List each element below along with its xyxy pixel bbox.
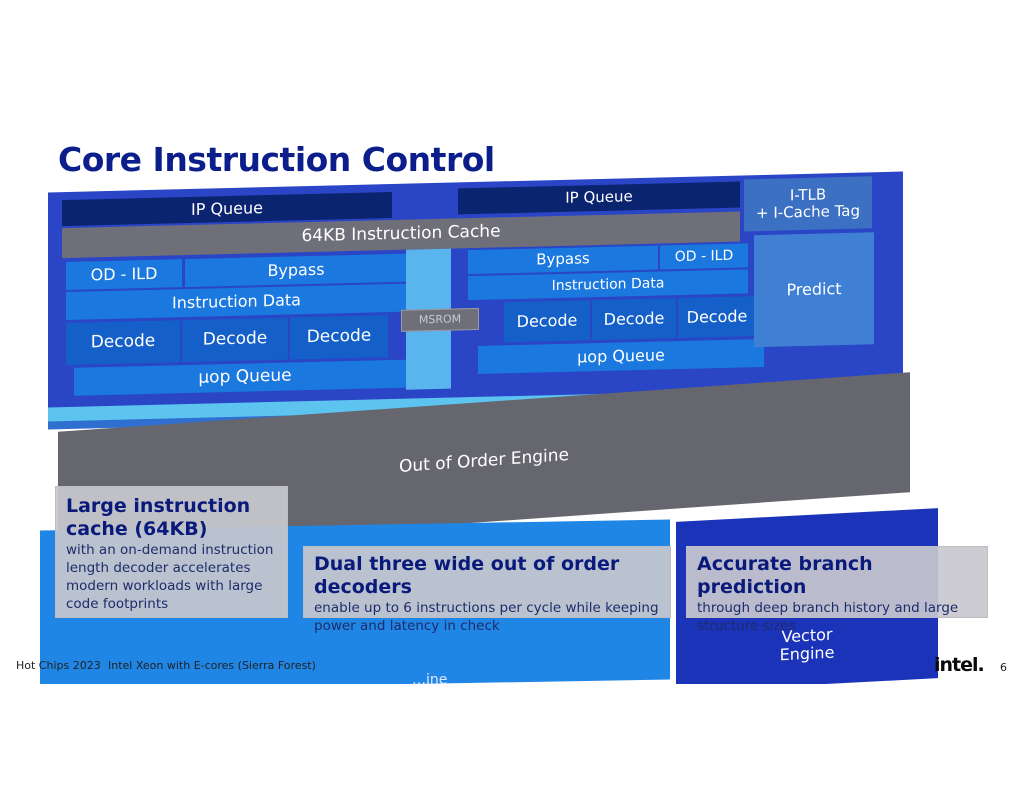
left-odild: OD - ILD [66,259,182,291]
left-decode-3: Decode [290,315,388,360]
itlb-icache-tag: I-TLB + I-Cache Tag [744,176,872,232]
callout-instruction-cache: Large instruction cache (64KB) with an o… [55,486,288,618]
callout-body: through deep branch history and large st… [697,599,959,634]
bottom-mask [0,684,1024,791]
right-instruction-data: Instruction Data [468,269,748,301]
callout-heading: Dual three wide out of order decoders [314,553,620,598]
callout-decoders: Dual three wide out of order decoders en… [303,546,671,634]
callout-heading: Accurate branch prediction [697,553,873,598]
left-decode-1: Decode [66,320,180,366]
right-ip-queue: IP Queue [458,181,740,215]
page-title: Core Instruction Control [58,140,495,179]
footer-subtitle: Intel Xeon with E-cores (Sierra Forest) [108,659,316,672]
page-number: 6 [1000,661,1007,674]
footer-event: Hot Chips 2023 [16,659,101,672]
left-decode-2: Decode [182,317,288,363]
callout-body: with an on-demand instruction length dec… [66,541,274,613]
right-odild: OD - ILD [660,243,748,270]
callout-branch-prediction: Accurate branch prediction through deep … [686,546,988,634]
callout-heading: Large instruction cache (64KB) [66,495,251,540]
right-decode-2: Decode [592,298,676,341]
front-end-frame: IP Queue 64KB Instruction Cache OD - ILD… [48,171,903,408]
predict: Predict [754,232,874,348]
callout-body: enable up to 6 instructions per cycle wh… [314,599,659,634]
intel-logo: intel. [934,654,985,676]
left-bypass: Bypass [185,253,407,288]
right-decode-1: Decode [504,300,590,343]
right-bypass: Bypass [468,245,658,275]
msrom: MSROM [401,307,479,332]
right-uop-queue: μop Queue [478,338,764,374]
left-instruction-data: Instruction Data [66,283,407,321]
left-uop-queue: μop Queue [74,359,416,396]
right-decode-3: Decode [678,296,756,339]
